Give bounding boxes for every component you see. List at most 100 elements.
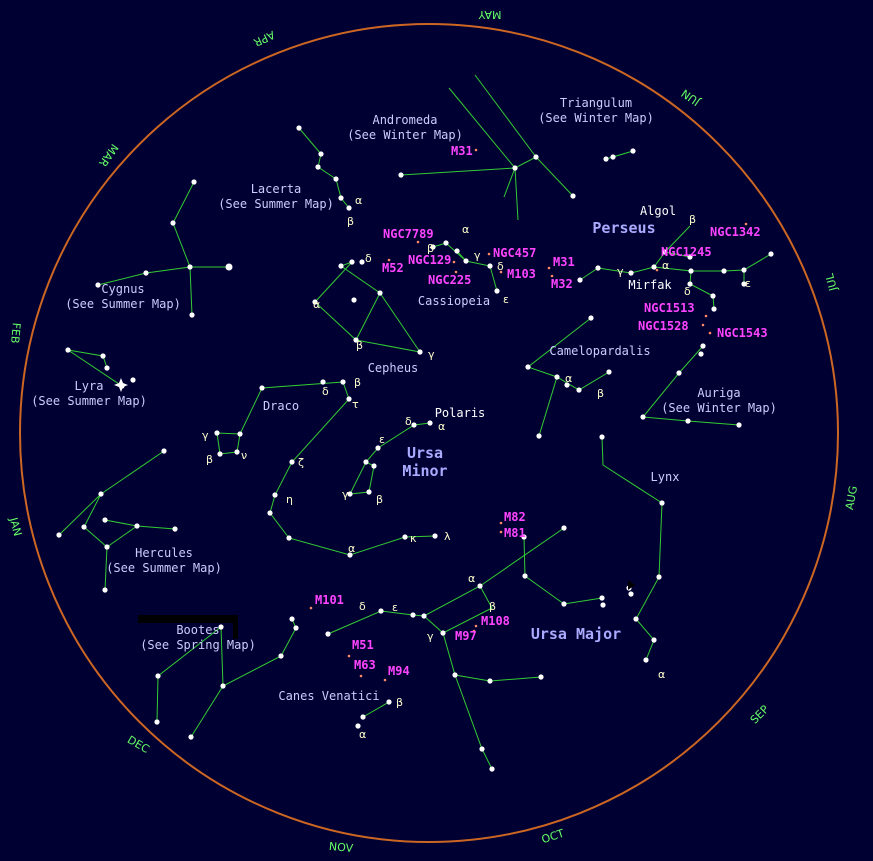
star (351, 297, 357, 303)
greek-letter-label: τ (352, 398, 359, 411)
dso-label-ngc129: NGC129 (408, 253, 451, 267)
star (267, 510, 273, 516)
greek-letter-label: λ (444, 530, 451, 543)
star (130, 377, 136, 383)
constellation-label-draco: Draco (263, 399, 299, 413)
star (662, 249, 668, 255)
greek-letter-label: γ (428, 348, 435, 361)
star (700, 343, 706, 349)
star (296, 125, 302, 131)
star (656, 574, 662, 580)
dso-label-ngc1543: NGC1543 (717, 326, 768, 340)
dso-marker (550, 274, 554, 278)
star (386, 699, 392, 705)
star (522, 573, 528, 579)
star (359, 259, 365, 265)
constellation-label-bootes: Bootes(See Spring Map) (140, 623, 256, 652)
star (710, 293, 716, 299)
star (95, 282, 101, 288)
star (154, 719, 160, 725)
star (588, 315, 594, 321)
star (651, 264, 657, 270)
lyra-vega-star (114, 378, 128, 392)
star (538, 674, 544, 680)
star (293, 625, 299, 631)
star (377, 290, 383, 296)
constellation-lines (58, 74, 772, 770)
greek-letter-label: α (662, 259, 669, 272)
star (191, 179, 197, 185)
star (430, 244, 436, 250)
star (768, 251, 774, 257)
dso-label-ngc1245: NGC1245 (661, 245, 712, 259)
star (172, 526, 178, 532)
dso-marker (454, 270, 458, 274)
star (155, 673, 161, 679)
constellation-label-lacerta: Lacerta(See Summer Map) (218, 182, 334, 211)
month-label-dec: DEC (125, 733, 152, 756)
star (360, 714, 366, 720)
greek-letter-label: δ (405, 415, 412, 428)
star (494, 288, 500, 294)
dso-marker (416, 240, 420, 244)
star (325, 631, 331, 637)
star (346, 205, 352, 211)
constellation-label-cygnus: Cygnus(See Summer Map) (65, 282, 181, 311)
star (676, 370, 682, 376)
star (633, 616, 639, 622)
star (554, 374, 560, 380)
star (600, 602, 606, 608)
dso-label-m101: M101 (315, 593, 344, 607)
dso-label-m32: M32 (551, 277, 573, 291)
dso-marker (474, 624, 478, 628)
star (711, 306, 717, 312)
greek-letter-label: β (206, 453, 213, 466)
greek-letter-label: α (355, 194, 362, 207)
dso-marker (744, 222, 748, 226)
star (576, 387, 582, 393)
star (521, 534, 527, 540)
greek-letter-label: η (286, 493, 293, 506)
star (479, 746, 485, 752)
dso-label-m82: M82 (504, 510, 526, 524)
star (564, 382, 570, 388)
dso-marker (383, 678, 387, 682)
constellation-label-camelopardalis: Camelopardalis (549, 344, 650, 358)
star (214, 430, 220, 436)
star (366, 489, 372, 495)
star (628, 270, 634, 276)
greek-letter-label: ε (503, 293, 509, 306)
star (378, 608, 384, 614)
greek-letter-label: β (376, 493, 383, 506)
star (104, 365, 110, 371)
star (217, 451, 223, 457)
dso-label-ngc1342: NGC1342 (710, 225, 761, 239)
star (454, 248, 460, 254)
star (463, 258, 469, 264)
greek-letter-label: β (347, 215, 354, 228)
greek-letter-label: α (438, 420, 445, 433)
dso-marker (704, 314, 708, 318)
star (606, 369, 612, 375)
star (104, 544, 110, 550)
dso-marker (547, 266, 551, 270)
star (411, 422, 417, 428)
star (259, 385, 265, 391)
star (161, 448, 167, 454)
dso-marker (309, 606, 313, 610)
constellation-label-lyra: Lyra(See Summer Map) (31, 379, 147, 408)
greek-letter-label: α (468, 572, 475, 585)
dso-label-m52: M52 (382, 261, 404, 275)
month-label-aug: AUG (843, 485, 860, 511)
star (134, 523, 140, 529)
star (659, 500, 665, 506)
constellation-label-triangulum: Triangulum(See Winter Map) (538, 96, 654, 125)
star (187, 264, 193, 270)
greek-letter-label: δ (365, 252, 372, 265)
star (225, 263, 233, 271)
month-label-nov: NOV (328, 840, 354, 855)
greek-letter-label: α (313, 298, 320, 311)
star (640, 414, 646, 420)
